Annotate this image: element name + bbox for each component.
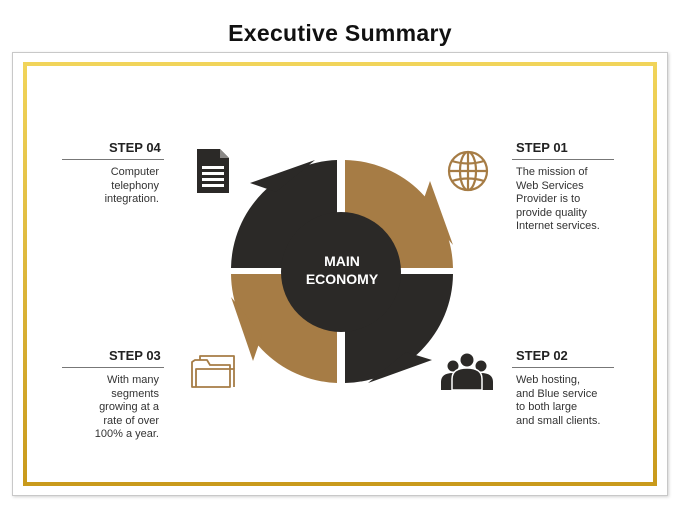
center-circle [281,212,401,332]
step-03-label: STEP 03 [109,348,161,363]
step-03-description: With many segments growing at a rate of … [94,374,159,440]
step-04-rule [62,159,164,160]
segment-step-04 [231,160,337,268]
center-label: MAIN ECONOMY [282,252,402,288]
center-label-line-1: MAIN [324,253,360,269]
step-01-rule [512,159,614,160]
step-04-label: STEP 04 [109,140,161,155]
step-01-label: STEP 01 [516,140,568,155]
step-04-description: Computer telephony integration. [104,166,159,205]
center-label-line-2: ECONOMY [305,271,379,287]
step-02-description: Web hosting, and Blue service to both la… [516,374,601,427]
segment-step-02 [345,274,453,383]
globe-icon [447,150,489,192]
page-title: Executive Summary [228,20,452,46]
step-02-label: STEP 02 [516,348,568,363]
step-02-rule [512,367,614,368]
segment-step-03 [231,274,337,383]
segment-step-01 [345,160,453,268]
step-03-rule [62,367,164,368]
people-icon [441,353,493,391]
folder-icon [191,355,235,388]
document-icon [197,149,229,193]
step-01-description: The mission of Web Services Provider is … [516,166,600,232]
